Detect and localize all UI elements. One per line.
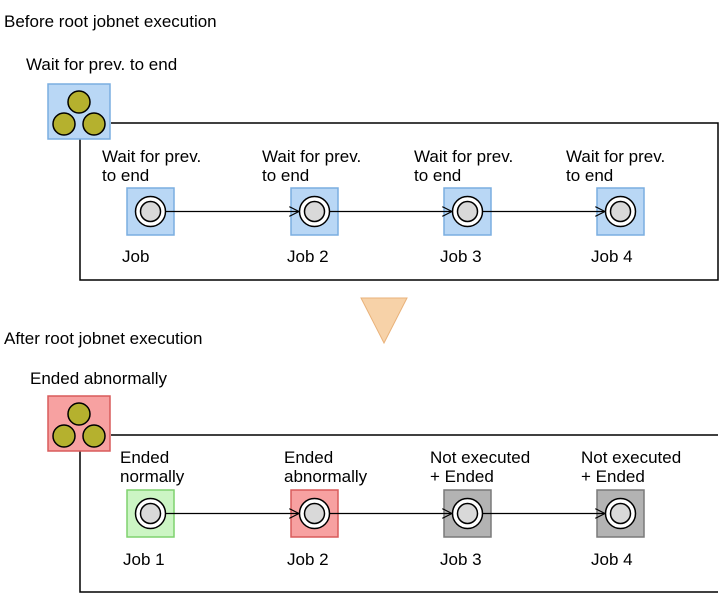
- before-job-status-4a: Wait for prev.: [566, 147, 665, 166]
- before-job-status-3b: to end: [414, 166, 461, 185]
- after-job-name-1: Job 1: [123, 550, 165, 569]
- after-job-status-3a: Not executed: [430, 448, 530, 467]
- before-root-jobnet-icon[interactable]: [47, 83, 111, 140]
- before-job-status-1b: to end: [102, 166, 149, 185]
- before-job-status-4b: to end: [566, 166, 613, 185]
- after-jobnet-frame: [79, 434, 718, 593]
- after-job-name-3: Job 3: [440, 550, 482, 569]
- after-job-status-2b: abnormally: [284, 467, 368, 486]
- before-job-status-3a: Wait for prev.: [414, 147, 513, 166]
- after-job-status-4b: + Ended: [581, 467, 645, 486]
- after-root-status: Ended abnormally: [30, 369, 168, 388]
- before-job-status-1a: Wait for prev.: [102, 147, 201, 166]
- after-job-status-3b: + Ended: [430, 467, 494, 486]
- after-root-jobnet-icon[interactable]: [47, 395, 111, 452]
- before-job-name-2: Job 2: [287, 247, 329, 266]
- after-job-name-2: Job 2: [287, 550, 329, 569]
- before-root-status: Wait for prev. to end: [26, 55, 177, 74]
- before-job-status-2a: Wait for prev.: [262, 147, 361, 166]
- before-job-name-4: Job 4: [591, 247, 633, 266]
- after-job-status-2a: Ended: [284, 448, 333, 467]
- after-job-status-1a: Ended: [120, 448, 169, 467]
- before-job-icon-4[interactable]: [596, 187, 645, 236]
- after-job-status-4a: Not executed: [581, 448, 681, 467]
- before-job-status-2b: to end: [262, 166, 309, 185]
- transition-down-arrow: [360, 297, 408, 345]
- after-job-name-4: Job 4: [591, 550, 633, 569]
- after-job-status-1b: normally: [120, 467, 185, 486]
- after-heading: After root jobnet execution: [4, 329, 202, 348]
- after-job-icon-4[interactable]: [596, 489, 645, 538]
- before-job-name-1: Job: [122, 247, 149, 266]
- before-job-icon-1[interactable]: [126, 187, 175, 236]
- before-jobnet-frame: [79, 122, 719, 281]
- before-heading: Before root jobnet execution: [4, 12, 217, 31]
- before-job-name-3: Job 3: [440, 247, 482, 266]
